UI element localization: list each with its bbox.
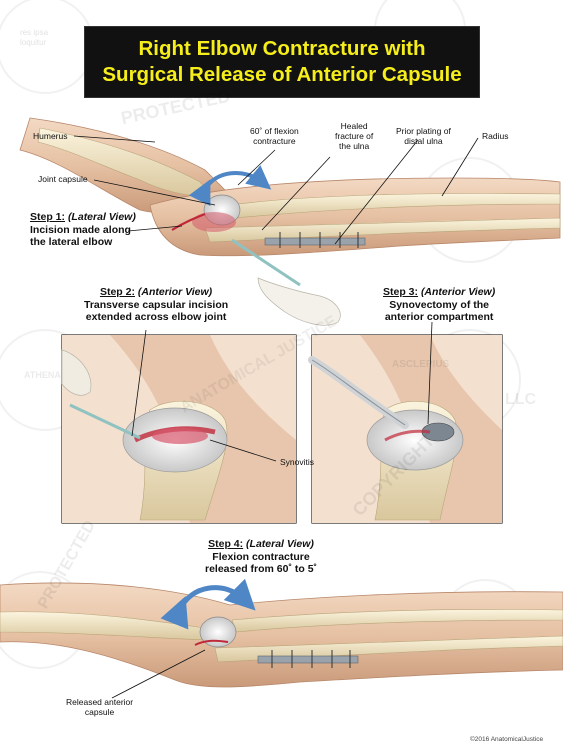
title-line-1: Right Elbow Contracture with — [138, 37, 426, 60]
label-healed-fracture: Healed fracture of the ulna — [335, 121, 374, 151]
label-prior-plating: Prior plating of distal ulna — [396, 126, 451, 146]
watermark-llc: LLC — [505, 391, 537, 408]
watermark-athena: ATHENA — [24, 370, 61, 380]
label-synovitis: Synovitis — [280, 457, 315, 467]
step3-caption: Step 3: (Anterior View) Synovectomy of t… — [383, 286, 496, 323]
label-humerus: Humerus — [33, 131, 68, 141]
label-joint-capsule: Joint capsule — [38, 174, 88, 184]
step2-caption: Step 2: (Anterior View) Transverse capsu… — [84, 286, 229, 323]
release-arrow — [160, 578, 256, 630]
step1-caption: Step 1: (Lateral View) Incision made alo… — [30, 211, 136, 248]
step3-panel — [308, 321, 503, 524]
label-flexion-contracture: 60˚ of flexion contracture — [250, 126, 299, 146]
flexion-arrow — [188, 165, 272, 207]
top-arm-scene — [19, 117, 561, 326]
step4-caption: Step 4: (Lateral View) Flexion contractu… — [205, 538, 318, 575]
step2-panel — [61, 329, 297, 524]
label-released-capsule: Released anterior capsule — [66, 697, 134, 717]
watermark-loquitur: loquitur — [20, 38, 47, 47]
bottom-arm-scene — [0, 578, 563, 699]
title-banner: Right Elbow Contracture with Surgical Re… — [84, 26, 480, 98]
copyright-notice: ©2016 AnatomicalJustice — [470, 736, 544, 743]
top-leader-lines — [73, 135, 479, 245]
watermark-res-ipsa: res ipsa — [20, 28, 49, 37]
label-radius: Radius — [482, 131, 509, 141]
title-line-2: Surgical Release of Anterior Capsule — [102, 63, 462, 86]
watermark-asclepius: ASCLEPIUS — [392, 359, 450, 370]
